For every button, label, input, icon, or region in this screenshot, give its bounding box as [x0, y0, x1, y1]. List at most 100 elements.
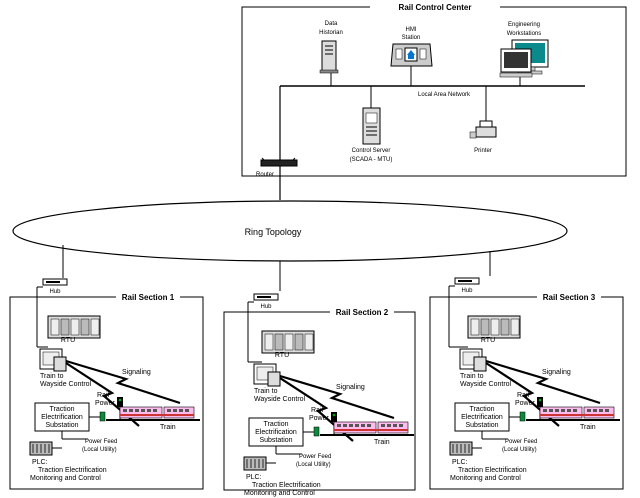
- wayside-label-line1: Train to: [40, 373, 64, 380]
- train-label: Train: [374, 439, 390, 446]
- svg-text:Printer: Printer: [474, 148, 492, 154]
- hub-icon: [454, 277, 480, 285]
- router: Router: [256, 157, 298, 200]
- train-label: Train: [160, 424, 176, 431]
- computer-icon: [39, 348, 67, 372]
- substation-label-line2: Electrification: [255, 429, 297, 436]
- rtu-rack-icon: [467, 315, 521, 339]
- plc-label-line3: Monitoring and Control: [30, 475, 101, 482]
- svg-text:Historian: Historian: [319, 30, 343, 36]
- substation-label-line1: Traction: [469, 406, 494, 413]
- lan-label: Local Area Network: [418, 92, 471, 98]
- hub: Hub: [454, 277, 480, 294]
- svg-text:Engineering: Engineering: [508, 22, 540, 28]
- rail-power-label-line1: Rail: [311, 407, 324, 414]
- rtu: RTU: [261, 330, 315, 359]
- train-label: Train: [580, 424, 596, 431]
- engineering-workstations: Engineering Workstations: [499, 22, 549, 86]
- power-feed: Power Feed(Local Utility): [62, 438, 117, 453]
- signal-bolt: [485, 359, 601, 405]
- hub-icon: [42, 278, 68, 286]
- train-icon: [333, 421, 409, 434]
- substation-label-line1: Traction: [263, 421, 288, 428]
- svg-text:Data: Data: [325, 21, 338, 27]
- power-feed-label-line1: Power Feed: [505, 439, 537, 445]
- rail-power-label-line2: Power: [515, 400, 536, 407]
- train: Train: [106, 406, 200, 431]
- wayside-label-line2: Wayside Control: [40, 381, 92, 388]
- hmi-console-icon: [390, 43, 433, 67]
- rail-power-label-line1: Rail: [517, 392, 530, 399]
- signaling-label: Signaling: [542, 369, 571, 376]
- ring-label: Ring Topology: [245, 227, 302, 237]
- plc-label-line2: Traction Electrification: [38, 467, 107, 474]
- train: Train: [526, 406, 620, 431]
- substation-box: [248, 417, 304, 447]
- plc-label-line1: PLC:: [32, 459, 48, 466]
- rtu-label: RTU: [481, 337, 495, 344]
- ring-topology: Ring Topology: [12, 200, 568, 291]
- server-icon: [319, 40, 339, 74]
- train: Train: [320, 421, 414, 446]
- rail-section-box: [429, 296, 624, 490]
- plc-label-line3: Monitoring and Control: [244, 490, 315, 497]
- rtu-rack-icon: [47, 315, 101, 339]
- control-server: Control Server (SCADA - MTU): [350, 86, 392, 163]
- rail-power-label-line2: Power: [95, 400, 116, 407]
- computer-icon: [253, 363, 281, 387]
- train-icon: [539, 406, 615, 419]
- signal-bolt: [279, 374, 395, 420]
- router-icon: [260, 157, 298, 167]
- hub-icon: [253, 293, 279, 301]
- breaker-icon: [313, 426, 320, 437]
- plc-label-line3: Monitoring and Control: [450, 475, 521, 482]
- wayside-label-line2: Wayside Control: [460, 381, 512, 388]
- rail-section-box: [9, 296, 204, 490]
- hmi-station: HMI Station: [390, 27, 433, 86]
- data-historian: Data Historian: [319, 21, 343, 86]
- wayside-label-line1: Train to: [460, 373, 484, 380]
- rail-power-label-line2: Power: [309, 415, 330, 422]
- power-feed: Power Feed(Local Utility): [276, 453, 331, 468]
- printer: Printer: [469, 86, 497, 154]
- hub-label: Hub: [49, 289, 61, 295]
- plc-label-line2: Traction Electrification: [252, 482, 321, 489]
- plc-label-line2: Traction Electrification: [458, 467, 527, 474]
- power-feed: Power Feed (Local Utility): [482, 438, 537, 453]
- rtu-rack-icon: [261, 330, 315, 354]
- rail-section-box: [223, 311, 416, 491]
- hub-label: Hub: [461, 288, 473, 294]
- plc-label-line1: PLC:: [452, 459, 468, 466]
- substation-label-line3: Substation: [45, 422, 78, 429]
- breaker-icon: [519, 411, 526, 422]
- plc-rack-icon: [29, 441, 53, 456]
- hub-label: Hub: [260, 304, 272, 310]
- svg-text:HMI: HMI: [406, 27, 417, 33]
- train-icon: [119, 406, 195, 419]
- substation-label-line1: Traction: [49, 406, 74, 413]
- power-feed-label-line2: (Local Utility): [296, 462, 331, 468]
- signaling-label: Signaling: [336, 384, 365, 391]
- power-feed-label-line2: (Local Utility): [502, 447, 537, 453]
- plc-label-line1: PLC:: [246, 474, 262, 481]
- rtu-label: RTU: [61, 337, 75, 344]
- svg-text:Router: Router: [256, 172, 274, 178]
- breaker-icon: [99, 411, 106, 422]
- hub: Hub: [253, 293, 279, 310]
- plc-rack-icon: [449, 441, 473, 456]
- rail-section-title: Rail Section 3: [543, 293, 596, 302]
- workstation-icon: [499, 48, 533, 78]
- power-feed-label-line1: Power Feed: [85, 439, 117, 445]
